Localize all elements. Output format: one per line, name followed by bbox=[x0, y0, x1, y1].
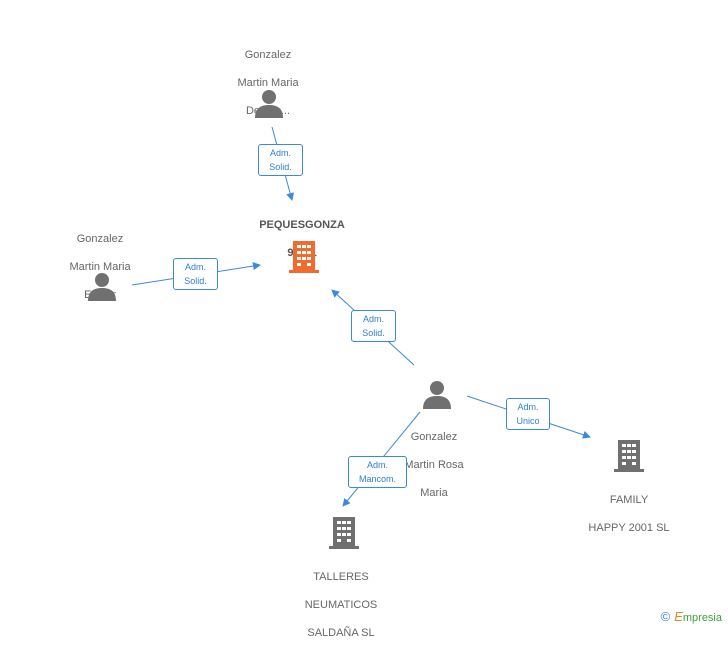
node-label-talleres-company[interactable]: TALLERES NEUMATICOS SALDAÑA SL bbox=[304, 571, 378, 639]
edge-label-center-to-family: Adm. Unico bbox=[506, 398, 550, 430]
person-icon[interactable] bbox=[87, 272, 117, 302]
edge-label-top-to-main: Adm. Solid. bbox=[258, 144, 303, 176]
network-diagram: Gonzalez Martin Maria De Las... Gonzalez… bbox=[69, 49, 722, 639]
copyright-icon: © bbox=[660, 609, 671, 624]
edge-label-center-to-talleres: Adm. Mancom. bbox=[348, 456, 407, 488]
building-icon[interactable] bbox=[614, 439, 644, 473]
person-icon[interactable] bbox=[422, 380, 452, 410]
edge-label-center-to-main: Adm. Solid. bbox=[351, 310, 396, 342]
empresia-logo: ©Empresia bbox=[660, 609, 722, 624]
building-icon[interactable] bbox=[329, 516, 359, 550]
building-icon[interactable] bbox=[289, 240, 319, 274]
node-label-center-person[interactable]: Gonzalez Martin Rosa Maria bbox=[404, 431, 464, 499]
person-icon[interactable] bbox=[254, 89, 284, 119]
node-label-family-company[interactable]: FAMILY HAPPY 2001 SL bbox=[588, 494, 670, 534]
node-label-left-person[interactable]: Gonzalez Martin Maria Esther bbox=[69, 233, 131, 301]
edge-label-left-to-main: Adm. Solid. bbox=[173, 258, 218, 290]
